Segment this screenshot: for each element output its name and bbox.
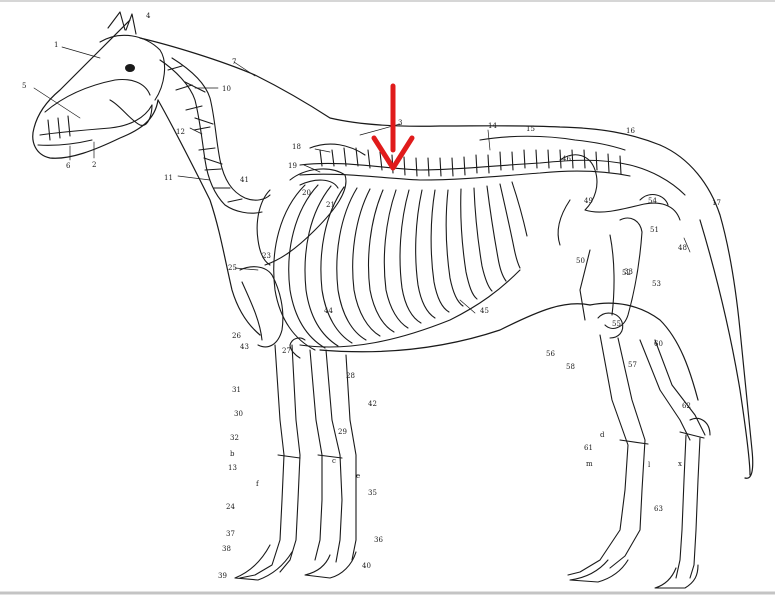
label-52: 52 [622, 269, 631, 277]
label-10: 10 [222, 85, 231, 93]
label-32: 32 [230, 434, 239, 442]
label-51: 51 [650, 226, 659, 234]
label-26: 26 [232, 332, 241, 340]
label-e: e [356, 472, 360, 480]
label-63: 63 [654, 505, 663, 513]
label-15: 15 [526, 125, 535, 133]
label-35: 35 [368, 489, 377, 497]
label-19: 19 [288, 162, 297, 170]
pelvis [558, 155, 680, 245]
skull [38, 12, 165, 145]
label-12: 12 [176, 128, 185, 136]
label-60: 60 [654, 340, 663, 348]
label-29: 29 [338, 428, 347, 436]
label-38: 38 [222, 545, 231, 553]
label-l: l [648, 461, 651, 469]
eye-orbit [125, 64, 135, 72]
label-3: 3 [398, 119, 402, 127]
label-55: 55 [612, 320, 621, 328]
label-57: 57 [628, 361, 637, 369]
scapula [257, 169, 346, 265]
label-20: 20 [302, 189, 311, 197]
label-4: 4 [146, 12, 151, 20]
label-41: 41 [240, 176, 249, 184]
foreleg [235, 338, 356, 580]
label-40: 40 [362, 562, 371, 570]
label-45: 45 [480, 307, 489, 315]
label-24: 24 [226, 503, 235, 511]
rib-cage [274, 182, 527, 350]
label-39: 39 [218, 572, 227, 580]
label-f: f [256, 480, 260, 488]
label-2: 2 [92, 161, 96, 169]
label-54: 54 [648, 197, 657, 205]
label-44: 44 [324, 307, 333, 315]
label-27: 27 [282, 347, 291, 355]
label-x: x [678, 460, 682, 468]
label-61: 61 [584, 444, 593, 452]
label-58: 58 [566, 363, 575, 371]
label-m: m [586, 460, 593, 468]
label-14: 14 [488, 122, 497, 130]
label-50: 50 [576, 257, 585, 265]
red-indicator-arrow [374, 86, 412, 168]
label-53: 53 [652, 280, 661, 288]
label-37: 37 [226, 530, 235, 538]
label-46: 46 [562, 155, 571, 163]
label-b: b [230, 450, 235, 458]
label-30: 30 [234, 410, 243, 418]
label-16: 16 [626, 127, 635, 135]
label-36: 36 [374, 536, 383, 544]
label-6: 6 [66, 162, 71, 170]
label-43: 43 [240, 343, 249, 351]
label-21: 21 [326, 201, 335, 209]
label-c: c [332, 457, 336, 465]
label-42: 42 [368, 400, 377, 408]
label-56: 56 [546, 350, 555, 358]
label-13: 13 [228, 464, 237, 472]
label-62: 62 [682, 402, 691, 410]
label-28: 28 [346, 372, 355, 380]
label-18: 18 [292, 143, 301, 151]
label-25: 25 [228, 264, 237, 272]
spine [300, 136, 685, 195]
label-11: 11 [164, 174, 173, 182]
label-31: 31 [232, 386, 241, 394]
label-48: 48 [678, 244, 687, 252]
label-d: d [600, 431, 605, 439]
humerus [240, 267, 283, 347]
label-5: 5 [22, 82, 26, 90]
label-23: 23 [262, 252, 271, 260]
leader-lines [34, 47, 690, 313]
label-7: 7 [232, 58, 236, 66]
label-1: 1 [54, 41, 58, 49]
femur [580, 218, 642, 338]
label-17: 17 [712, 199, 721, 207]
label-49: 49 [584, 197, 593, 205]
